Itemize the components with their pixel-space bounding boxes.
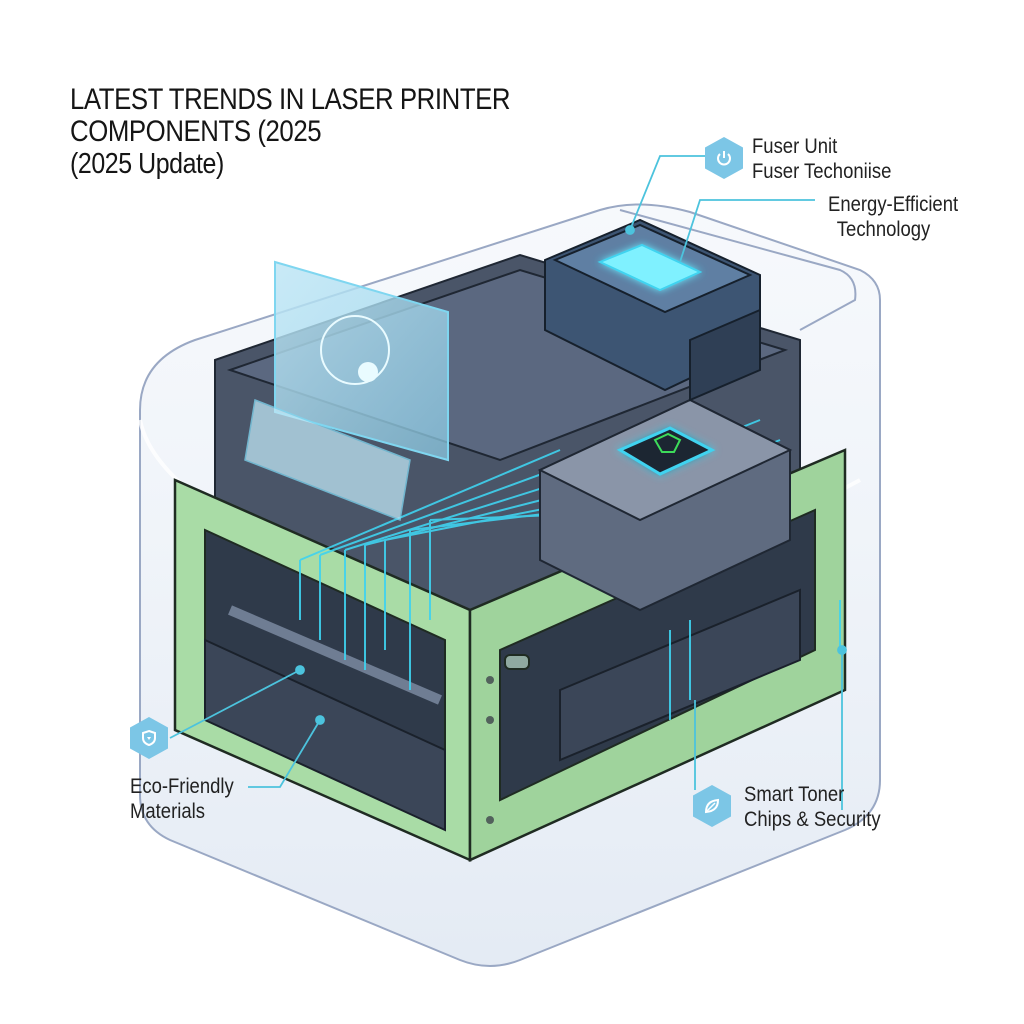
power-icon [717, 151, 731, 166]
eco-callout-line-1: Eco-Friendly [130, 775, 234, 798]
title-line-2: COMPONENTS (2025 [70, 115, 322, 148]
fuser-callout-line-1: Fuser Unit [752, 135, 838, 158]
energy-callout-line-1: Energy-Efficient [828, 193, 959, 216]
eco-callout-line-2: Materials [130, 800, 205, 823]
leaf-icon [704, 798, 720, 814]
leader-lines [169, 155, 847, 810]
toner-callout-line-1: Smart Toner [744, 783, 845, 806]
fuser-unit [544, 218, 761, 402]
holographic-panel [244, 260, 449, 522]
toner-callout: Smart Toner Chips & Security [744, 782, 881, 832]
title-line-1: LATEST TRENDS IN LASER PRINTER [70, 83, 511, 116]
shield-icon [142, 729, 156, 747]
title-line-3: (2025 Update) [70, 148, 224, 180]
energy-callout: Energy-Efficient Technology [828, 192, 958, 242]
fuser-callout-line-2: Fuser Techoniise [752, 160, 892, 183]
toner-chip-module [537, 398, 793, 612]
page-title: LATEST TRENDS IN LASER PRINTER COMPONENT… [70, 83, 511, 181]
toner-callout-line-2: Chips & Security [744, 808, 881, 831]
fuser-callout: Fuser Unit Fuser Techoniise [752, 134, 891, 184]
energy-callout-line-2: Technology [836, 218, 931, 241]
eco-callout: Eco-Friendly Materials [130, 774, 234, 824]
